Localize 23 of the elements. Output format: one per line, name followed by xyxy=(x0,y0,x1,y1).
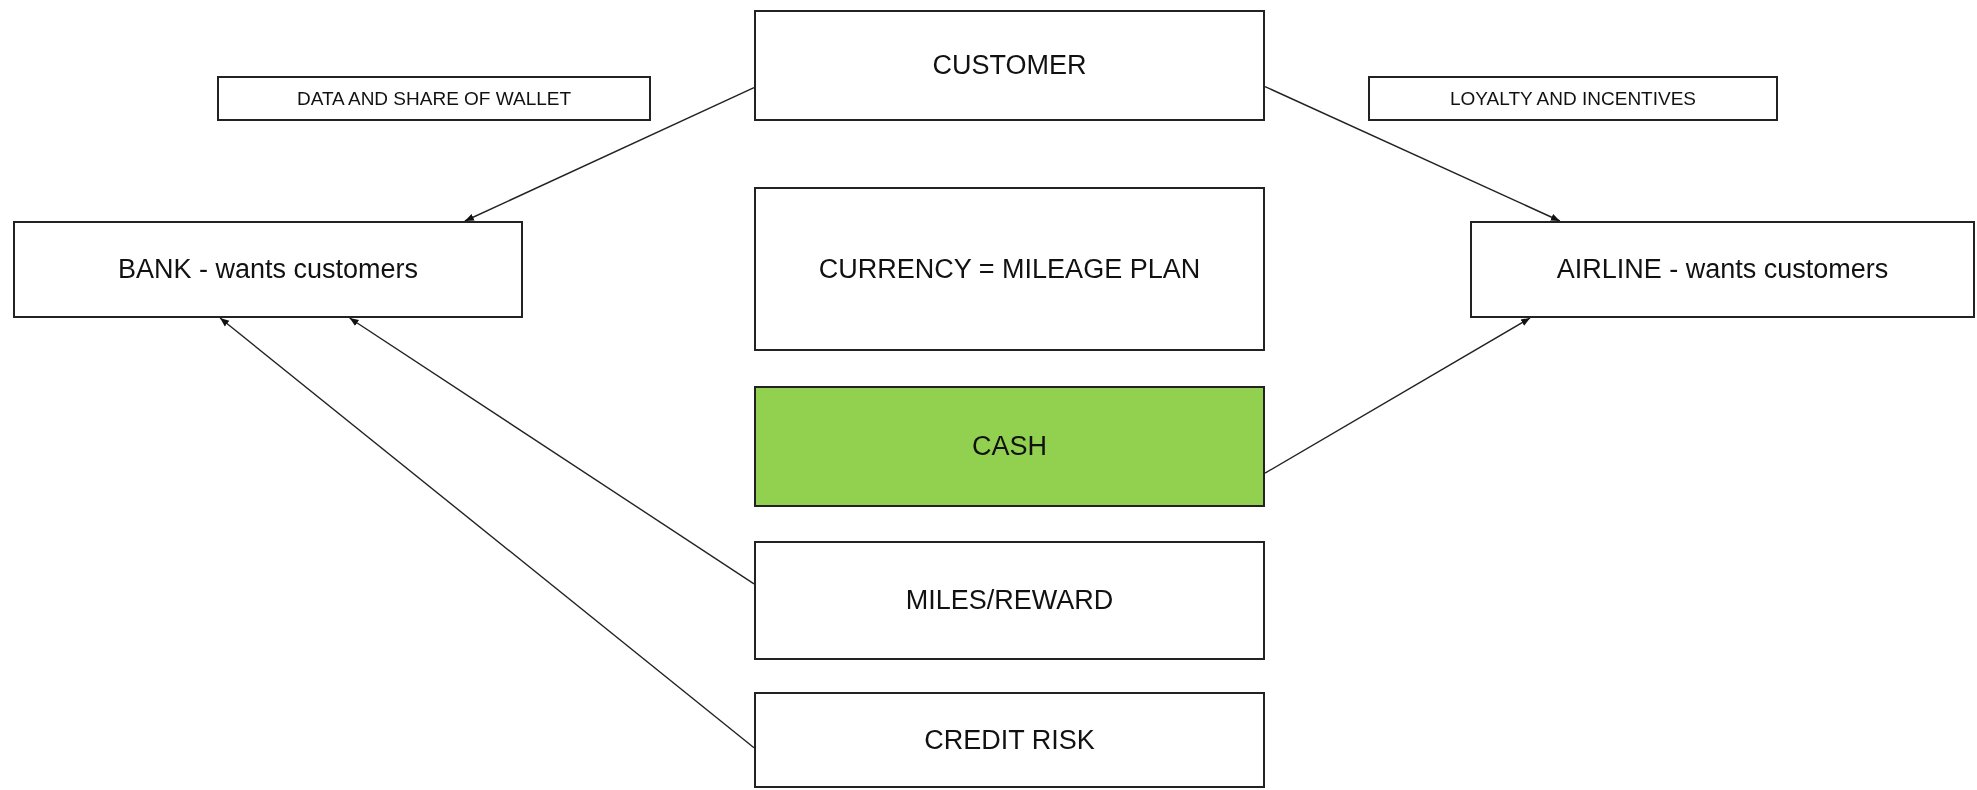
label-box xyxy=(1368,76,1778,121)
process-box xyxy=(754,692,1265,788)
arrow xyxy=(464,87,755,222)
box-text: LOYALTY AND INCENTIVES xyxy=(1450,87,1696,110)
box-text: CASH xyxy=(972,431,1047,462)
box-text: CUSTOMER xyxy=(932,50,1087,81)
label-box xyxy=(217,76,651,121)
arrow xyxy=(219,317,755,749)
box-text: CREDIT RISK xyxy=(924,724,1095,756)
arrow xyxy=(1264,317,1531,474)
process-box xyxy=(754,187,1265,351)
arrow xyxy=(348,317,755,585)
box-text: DATA AND SHARE OF WALLET xyxy=(296,87,572,110)
process-box xyxy=(754,10,1265,121)
process-box xyxy=(1470,221,1975,318)
box-text: BANK - wants customers xyxy=(117,254,419,285)
box-text: AIRLINE - wants customers xyxy=(1556,254,1889,285)
box-text: CURRENCY = MILEAGE PLAN xyxy=(818,253,1201,285)
box-text: MILES/REWARD xyxy=(905,585,1114,616)
process-box xyxy=(754,386,1265,507)
process-box xyxy=(754,541,1265,660)
arrow xyxy=(1264,85,1561,222)
process-box xyxy=(13,221,523,318)
